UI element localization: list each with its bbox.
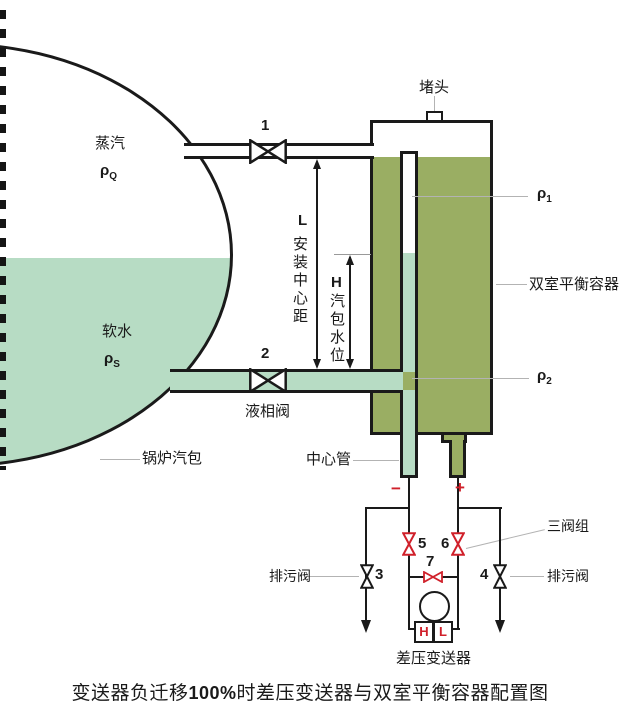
- xmtr-high-label: H: [419, 624, 429, 639]
- vessel-leader-line: [496, 284, 527, 285]
- dim-H-arrow-bottom: [346, 359, 354, 369]
- drain-left-leader-line: [307, 576, 359, 577]
- plug-shape: [426, 111, 443, 122]
- drum-leader-line: [100, 459, 140, 460]
- vessel-steam-space: [373, 123, 490, 157]
- manifold-valve-6-icon: [451, 532, 465, 556]
- rho-symbol: ρ: [100, 162, 110, 179]
- liquid-valve-label: 液相阀: [245, 403, 291, 420]
- boiler-drum-shape: [0, 43, 233, 467]
- xmtr-high-port: H: [414, 621, 434, 643]
- rho-subscript: 1: [546, 194, 552, 205]
- rho-subscript: 2: [546, 376, 552, 387]
- drain-valve-3-icon: [360, 564, 374, 589]
- steam-density-label: ρQ: [100, 162, 118, 182]
- drum-cut-hatch: [0, 10, 6, 470]
- steam-valve-icon: [249, 139, 287, 164]
- dim-H-symbol: H: [331, 274, 342, 291]
- rho1-leader-line: [412, 196, 528, 197]
- plus-chamber-stub-tube: [449, 440, 466, 478]
- water-label: 软水: [102, 323, 133, 340]
- drain-arrow-left: [361, 620, 371, 633]
- valve-7-number: 7: [426, 553, 435, 570]
- plus-sign: +: [455, 478, 465, 497]
- center-tube-upper: [400, 151, 418, 372]
- rho-subscript: Q: [109, 171, 118, 182]
- rho-subscript: S: [113, 359, 120, 370]
- xmtr-stub-right: [451, 628, 460, 630]
- plug-leader-line: [434, 96, 435, 111]
- dim-H-line: [349, 257, 351, 366]
- valve-5-number: 5: [418, 535, 427, 552]
- title-prefix: 变送器负迁移: [71, 683, 189, 704]
- center-tube-wall: [415, 369, 418, 393]
- rho1-label: ρ1: [537, 185, 552, 205]
- drain-arrow-right: [495, 620, 505, 633]
- liquid-valve-icon: [249, 368, 287, 393]
- branch-right: [457, 507, 502, 509]
- water-density-label: ρS: [104, 350, 120, 370]
- dim-L-arrow-bottom: [313, 359, 321, 369]
- drum-name-label: 锅炉汽包: [142, 450, 203, 467]
- rho-symbol: ρ: [537, 367, 547, 384]
- xmtr-low-label: L: [439, 624, 447, 639]
- steam-label: 蒸汽: [95, 135, 126, 152]
- rho2-leader-line: [412, 378, 529, 379]
- xmtr-body: [419, 591, 450, 622]
- diagram-title: 变送器负迁移100%时差压变送器与双室平衡容器配置图: [0, 678, 620, 705]
- dim-H-arrow-top: [346, 255, 354, 265]
- dim-L-symbol: L: [298, 212, 308, 229]
- xmtr-stub-left: [408, 628, 417, 630]
- valve-6-number: 6: [441, 535, 450, 552]
- valve-2-number: 2: [261, 345, 270, 362]
- dim-L-text: 安装中心距: [291, 236, 308, 326]
- manifold-valve-7-icon: [423, 571, 443, 583]
- center-tube-steam-space: [403, 154, 415, 253]
- valve-3-number: 3: [375, 566, 384, 583]
- center-tube-lower: [400, 390, 418, 478]
- xmtr-low-port: L: [433, 621, 453, 643]
- drain-right-label: 排污阀: [547, 568, 589, 584]
- drain-left-label: 排污阀: [269, 568, 311, 584]
- water-level-tick: [334, 254, 371, 255]
- drain-right-leader-line: [510, 576, 544, 577]
- dim-H-text: 汽包水位: [328, 293, 345, 365]
- minus-sign: −: [391, 479, 401, 498]
- rho-symbol: ρ: [104, 350, 114, 367]
- dim-L-arrow-top: [313, 159, 321, 169]
- manifold-valve-5-icon: [402, 532, 416, 556]
- transmitter-label: 差压变送器: [396, 650, 472, 667]
- three-valve-group-label: 三阀组: [547, 518, 589, 534]
- title-bold: 100%: [188, 683, 237, 703]
- center-tube-leader-line: [353, 460, 399, 461]
- plug-label: 堵头: [419, 79, 450, 96]
- branch-left: [365, 507, 409, 509]
- valve-4-number: 4: [480, 566, 489, 583]
- drain-valve-4-icon: [493, 564, 507, 589]
- center-tube-label: 中心管: [306, 451, 352, 468]
- three-valve-leader-line: [465, 529, 545, 549]
- rho-symbol: ρ: [537, 185, 547, 202]
- dim-L-line: [316, 163, 318, 366]
- rho2-label: ρ2: [537, 367, 552, 387]
- valve-1-number: 1: [261, 117, 270, 134]
- vessel-name-label: 双室平衡容器: [529, 276, 620, 293]
- title-suffix: 时差压变送器与双室平衡容器配置图: [236, 683, 549, 704]
